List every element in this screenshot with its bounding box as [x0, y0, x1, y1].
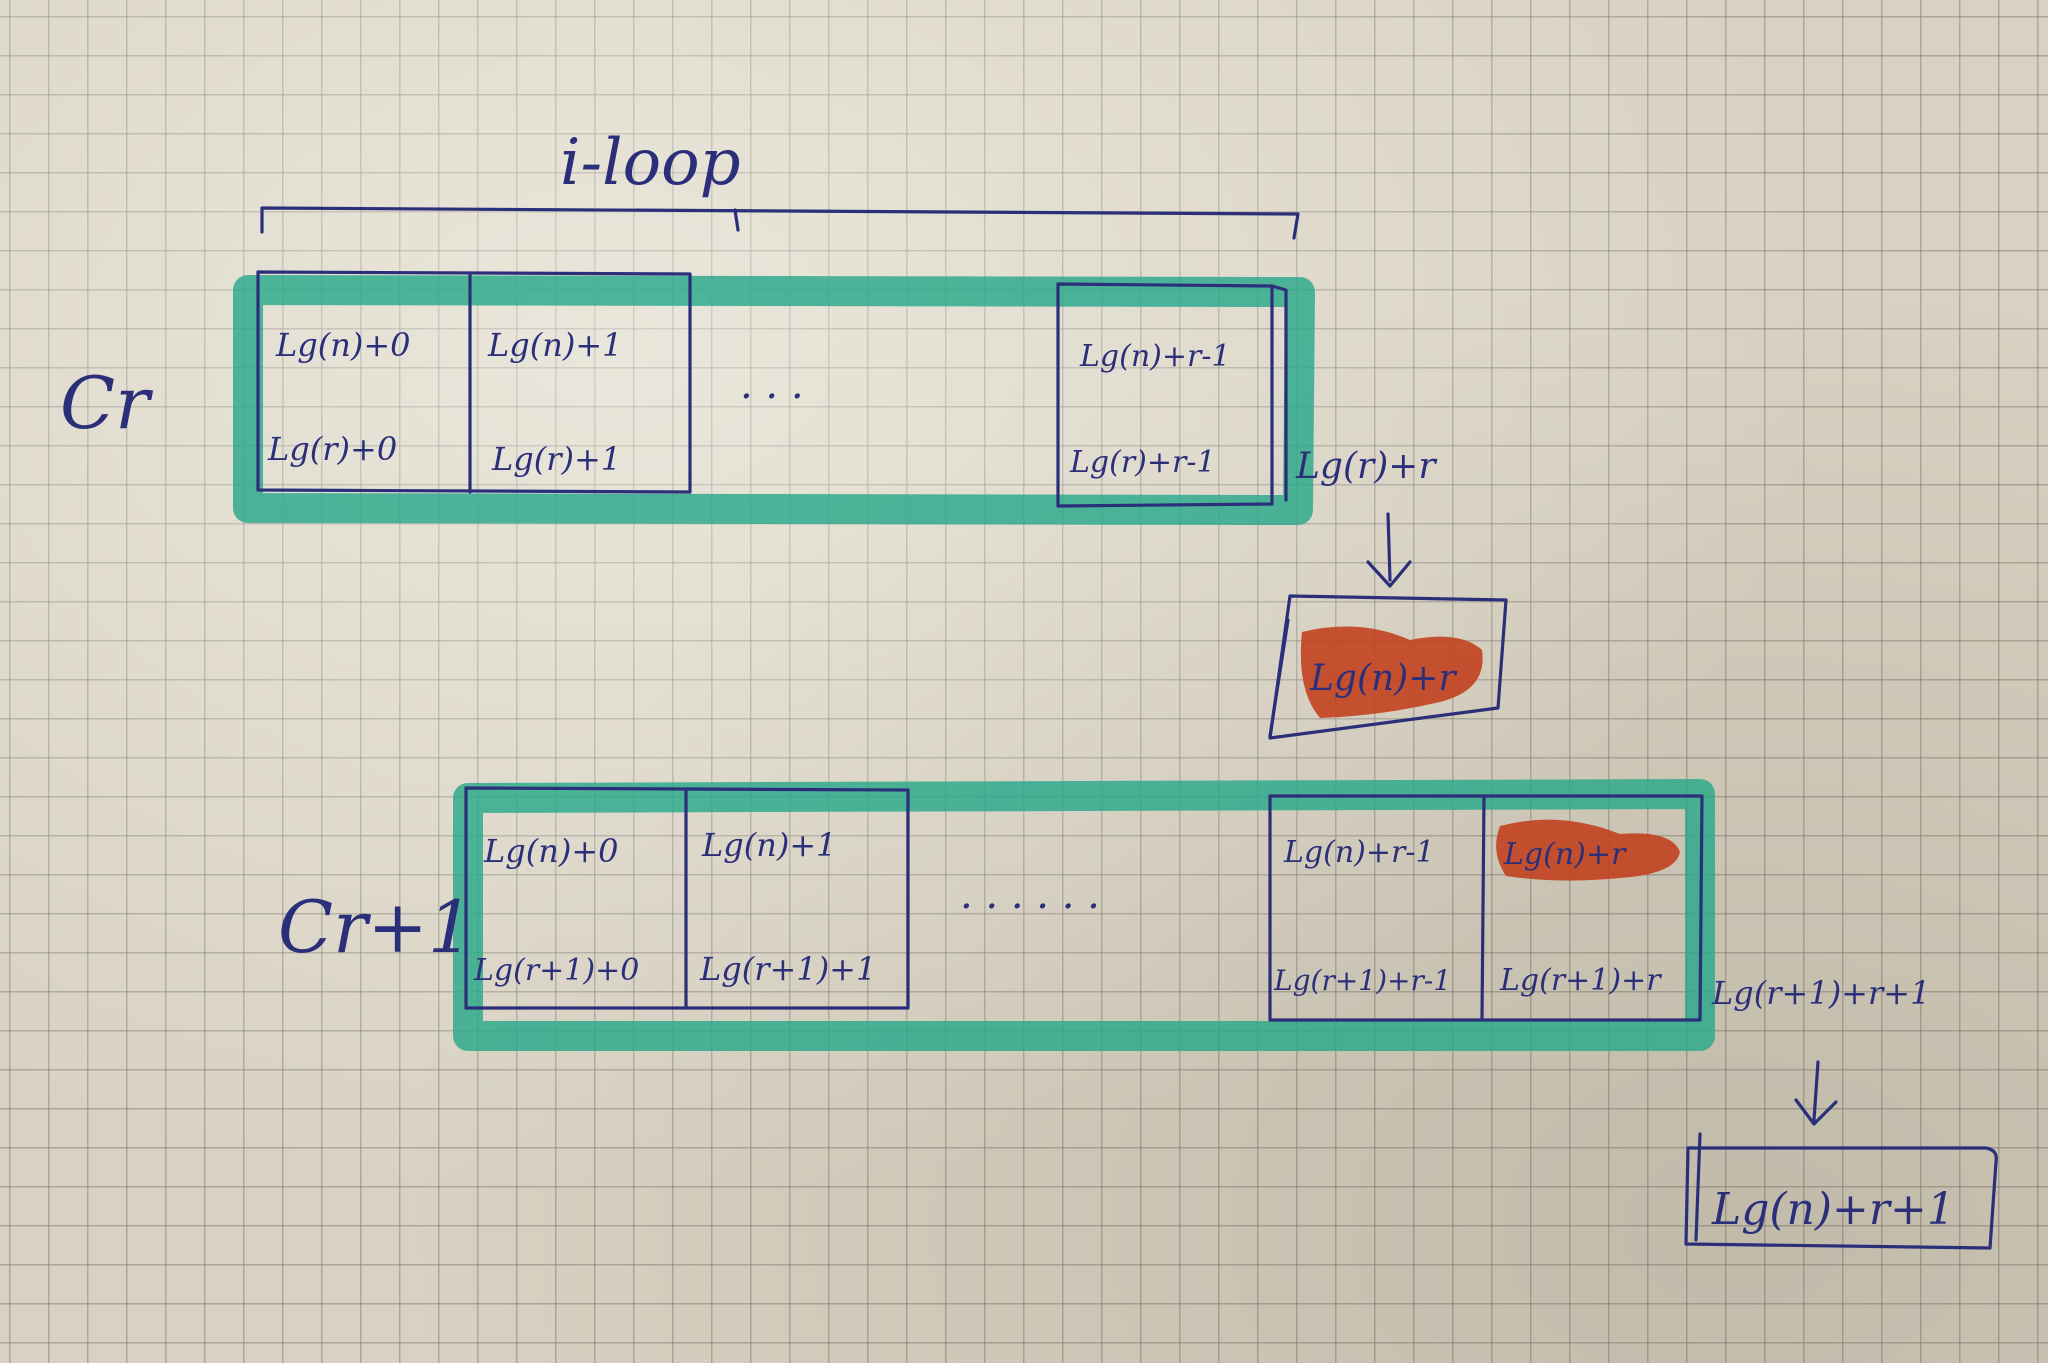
row-r-cell-bottom-2: Lg(r)+r-1: [1069, 445, 1216, 480]
row-r1-ellipsis: . . . . . .: [960, 872, 1100, 918]
row-r1-cell-bottom-3: Lg(r+1)+r: [1499, 963, 1662, 998]
row-r1-cell-top-0: Lg(n)+0: [483, 832, 618, 870]
row-r1-label: Cr+1: [278, 885, 474, 969]
row-r1-cell-bottom-2: Lg(r+1)+r-1: [1273, 964, 1451, 997]
row-r-result-box: [1268, 594, 1508, 740]
row-r1-cell-top-2: Lg(n)+r-1: [1283, 835, 1435, 870]
down-arrow-icon: [1794, 1060, 1838, 1126]
row-r1-result-box: [1684, 1132, 1998, 1250]
row-r1-overflow-value: Lg(r+1)+r+1: [1711, 974, 1930, 1012]
i-loop-label: i-loop: [560, 126, 741, 200]
row-r-cell-top-1: Lg(n)+1: [487, 326, 622, 364]
row-r1-cell-top-1: Lg(n)+1: [701, 826, 836, 864]
row-r1-cell-bottom-1: Lg(r+1)+1: [699, 950, 876, 988]
row-r1-red-mark: [1496, 819, 1680, 881]
row-r-cell-bottom-1: Lg(r)+1: [491, 440, 621, 478]
row-r-grid: [256, 270, 1288, 508]
i-loop-brace: [260, 206, 1300, 240]
row-r1-cell-bottom-0: Lg(r+1)+0: [473, 953, 639, 988]
row-r-result-text: Lg(n)+r: [1309, 658, 1457, 699]
row-r1-result-text: Lg(n)+r+1: [1711, 1184, 1955, 1235]
row-r-ellipsis: . . .: [740, 362, 804, 408]
row-r-cell-top-0: Lg(n)+0: [275, 326, 410, 364]
row-r-overflow-value: Lg(r)+r: [1295, 446, 1437, 487]
down-arrow-icon: [1366, 512, 1412, 588]
row-r-cell-bottom-0: Lg(r)+0: [267, 430, 397, 468]
row-r-cell-top-2: Lg(n)+r-1: [1079, 339, 1231, 374]
row-r1-cell-top-3: Lg(n)+r: [1503, 837, 1627, 872]
row-r-label: Cr: [60, 361, 153, 445]
row-r1-grid: [464, 786, 1704, 1022]
row-r-highlight: [233, 275, 1315, 525]
